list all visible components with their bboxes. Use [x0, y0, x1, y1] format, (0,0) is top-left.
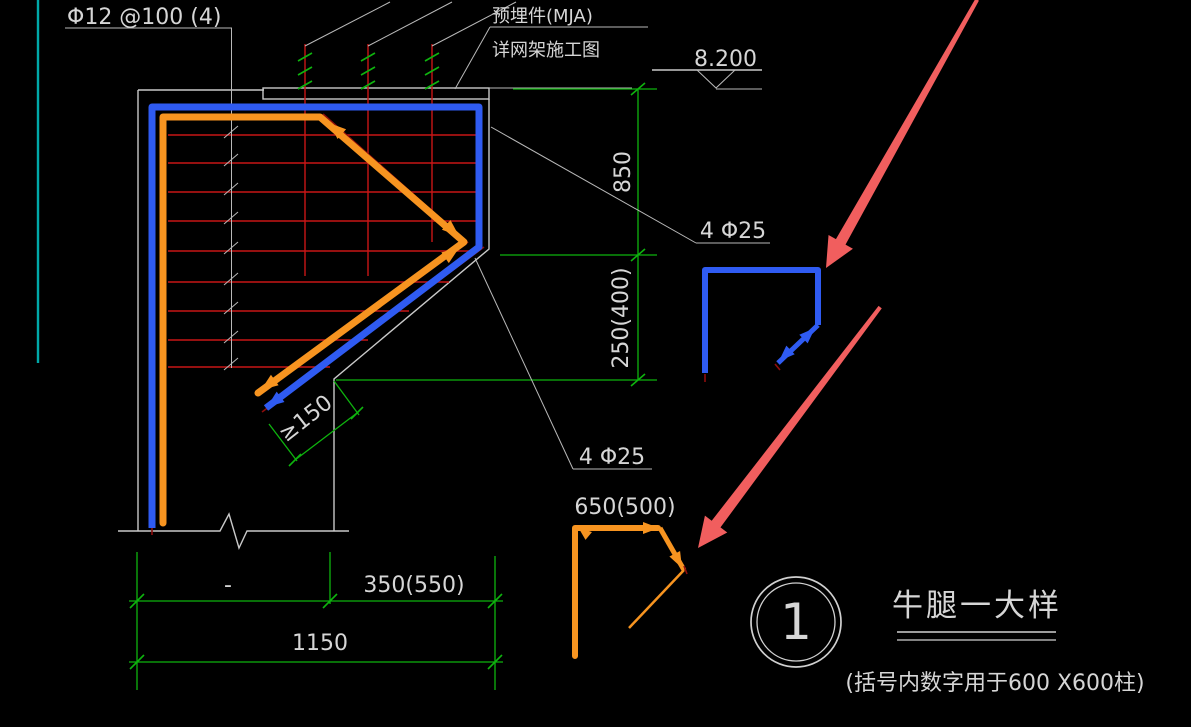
stirrup-leader-centerline: [65, 27, 239, 371]
stirrup-lines: [168, 134, 476, 368]
detail-bar-blue: [702, 267, 821, 382]
dim-250-400: 250(400): [609, 267, 634, 368]
arrowhead: [578, 527, 592, 540]
dim-350-550: 350(550): [363, 573, 464, 598]
detail-number: 1: [780, 593, 812, 651]
bent-bars-value: 4 Φ25: [579, 445, 645, 470]
break-line: [118, 512, 349, 550]
elevation-value: 8.200: [694, 47, 757, 72]
centerline-ticks: [223, 125, 239, 371]
leader-line: [490, 126, 697, 244]
plate-anchor-bars: [297, 1, 517, 276]
embed-label-line1: 预埋件(MJA): [492, 6, 593, 27]
concrete-outline: [118, 87, 632, 550]
dimension-bottom: - 350(550) 1150: [129, 552, 503, 690]
annotation-arrow-2: [698, 305, 882, 548]
annotation-arrows: [698, 0, 979, 548]
top-bars-label: 4 Φ25: [490, 126, 770, 244]
arrowhead: [261, 374, 279, 390]
top-bars-value: 4 Φ25: [700, 219, 766, 244]
arrowhead: [441, 219, 459, 236]
title-block: 1 牛腿一大样 (括号内数字用于600 X600柱): [750, 576, 1145, 696]
leader-line: [454, 26, 491, 90]
dim-850: 850: [611, 151, 636, 193]
arrowhead: [329, 123, 347, 140]
bent-bars-label: 4 Φ25: [474, 257, 652, 470]
arrowhead: [267, 391, 285, 407]
annotation-arrow-1: [826, 0, 979, 268]
arrowhead: [669, 551, 682, 568]
leader-line: [474, 257, 574, 470]
elevation-marker: 8.200: [652, 47, 762, 90]
detail-bar-orange: 650(500): [572, 495, 688, 659]
dim-1150: 1150: [292, 631, 348, 656]
arrowhead: [643, 522, 659, 534]
detail-number-circle-outer: [750, 576, 842, 668]
stirrup-label: Φ12 @100 (4): [67, 5, 221, 30]
anchor-weld-ticks: [297, 52, 440, 90]
dim-left-dash: -: [224, 573, 232, 598]
detail-width-value: 650(500): [574, 495, 675, 520]
embed-label-line2: 详网架施工图: [492, 40, 600, 61]
dimension-line: [294, 412, 358, 461]
corbel-face-outline: [333, 99, 490, 531]
title-note: (括号内数字用于600 X600柱): [845, 671, 1144, 696]
embedded-plate: [262, 87, 490, 100]
embed-plate-label: 预埋件(MJA) 详网架施工图: [454, 6, 648, 90]
arrowhead: [441, 248, 459, 264]
detail-title: 牛腿一大样: [892, 588, 1062, 624]
dimension-right: 850 250(400): [336, 82, 657, 387]
anchor-leader-lines: [304, 1, 517, 47]
arrowhead: [799, 328, 815, 344]
main-bar-orange: [159, 113, 468, 527]
detail-number-circle-inner: [756, 582, 836, 662]
main-bar-blue: [148, 103, 483, 528]
arrowhead: [779, 345, 795, 361]
